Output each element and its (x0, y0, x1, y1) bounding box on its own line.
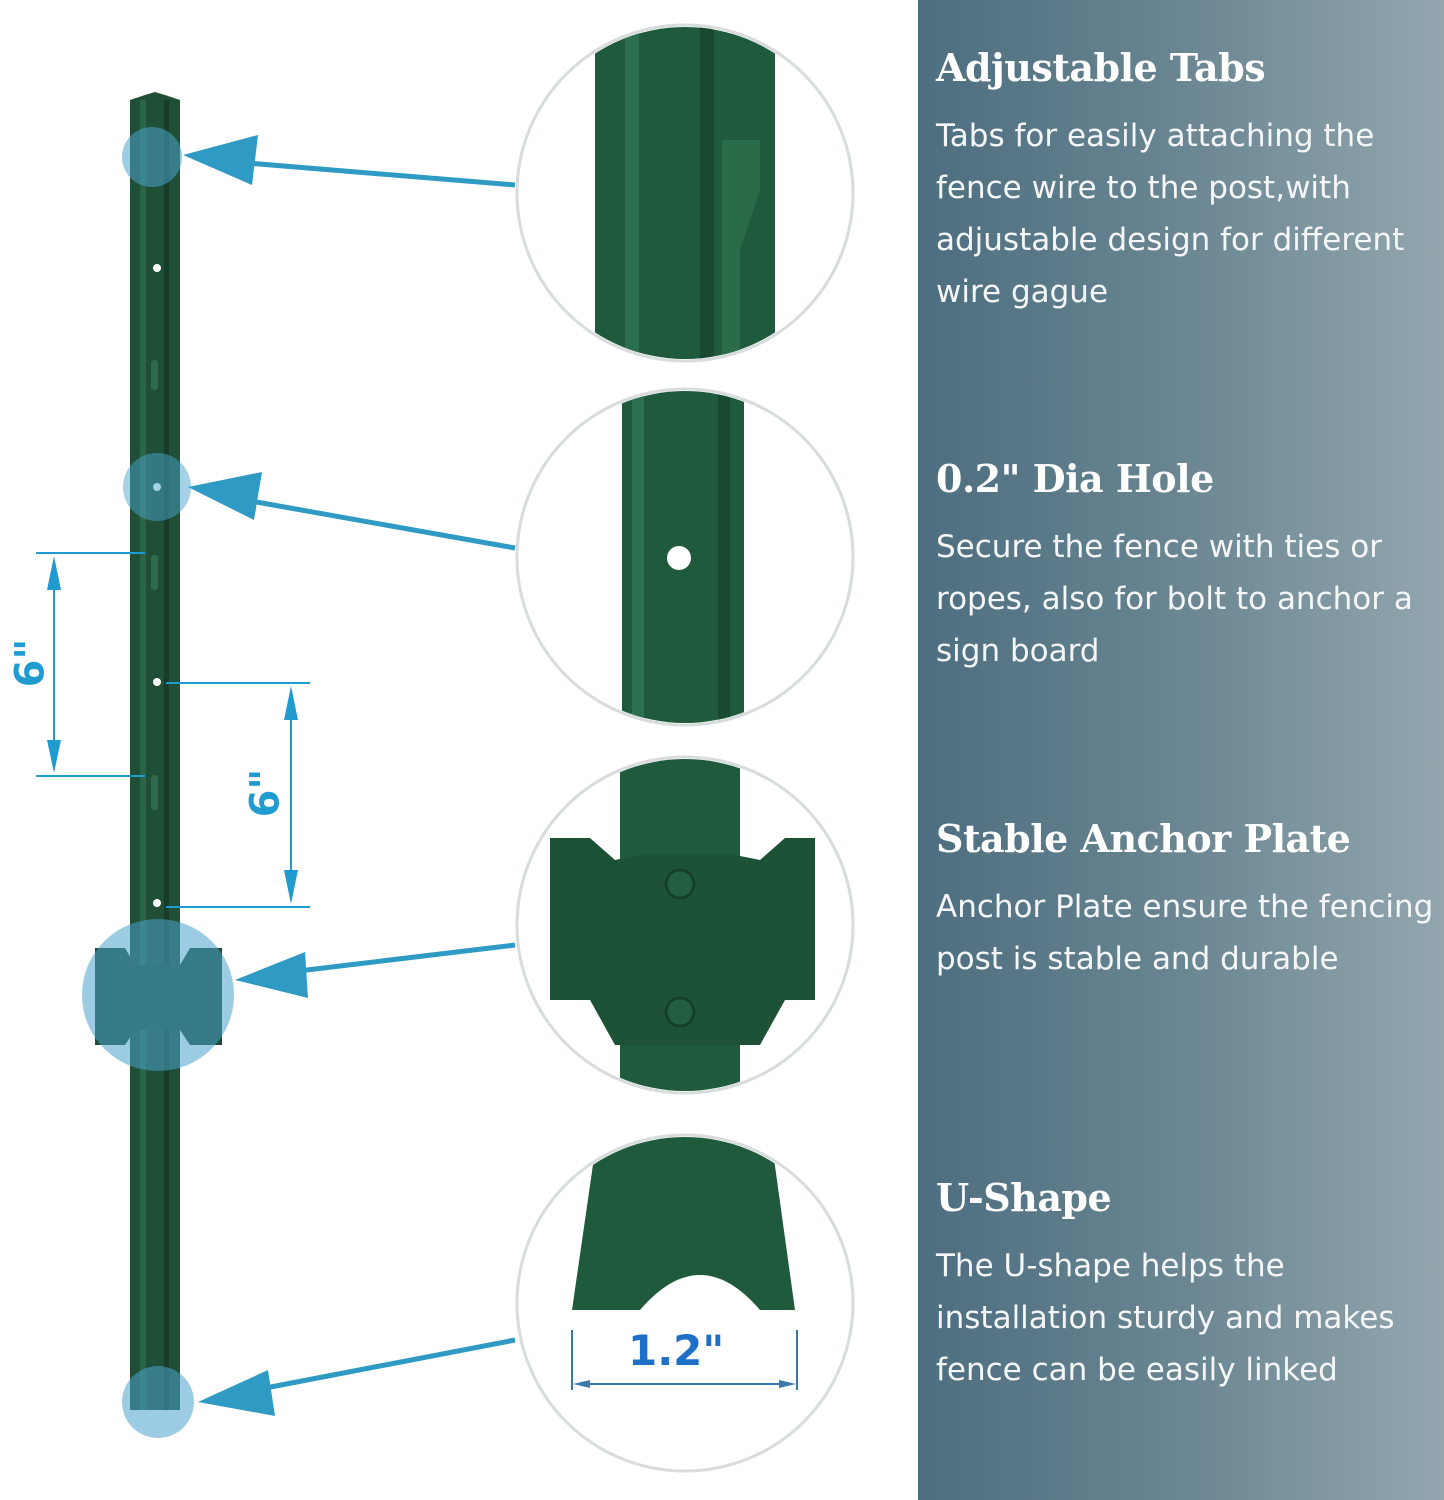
detail-circle-u-shape (515, 1133, 855, 1473)
fence-post (95, 92, 222, 1410)
feature-description: Tabs for easily attaching the fence wire… (936, 118, 1405, 310)
feature-title: Stable Anchor Plate (936, 816, 1351, 861)
u-width-label: 1.2" (628, 1326, 725, 1375)
tab-spacing-label: 6" (7, 638, 54, 688)
feature-u-shape: U-Shape The U-shape helps the installati… (936, 1174, 1436, 1396)
feature-anchor-plate: Stable Anchor Plate Anchor Plate ensure … (936, 815, 1436, 985)
feature-dia-hole: 0.2" Dia Hole Secure the fence with ties… (936, 455, 1436, 677)
detail-circle-hole (515, 387, 855, 727)
highlight-anchor (82, 919, 234, 1071)
highlight-u-shape (122, 1366, 194, 1438)
fence-post-diagram (36, 23, 855, 1473)
feature-description: The U-shape helps the installation sturd… (936, 1248, 1395, 1388)
feature-adjustable-tabs: Adjustable Tabs Tabs for easily attachin… (936, 44, 1436, 318)
highlight-hole (123, 453, 191, 521)
features-panel: Adjustable Tabs Tabs for easily attachin… (918, 0, 1444, 1500)
detail-circle-tab (515, 23, 855, 363)
feature-title: Adjustable Tabs (936, 45, 1266, 90)
feature-title: U-Shape (936, 1175, 1112, 1220)
callout-arrows (183, 135, 516, 1416)
feature-description: Anchor Plate ensure the fencing post is … (936, 889, 1434, 977)
dimension-lines (36, 552, 310, 908)
product-illustration: 6" 6" 1.2" (7, 23, 855, 1473)
feature-description: Secure the fence with ties or ropes, als… (936, 529, 1413, 669)
feature-title: 0.2" Dia Hole (936, 456, 1214, 501)
detail-circle-anchor (515, 755, 855, 1095)
highlight-tab (122, 127, 182, 187)
hole-spacing-label: 6" (242, 768, 289, 818)
